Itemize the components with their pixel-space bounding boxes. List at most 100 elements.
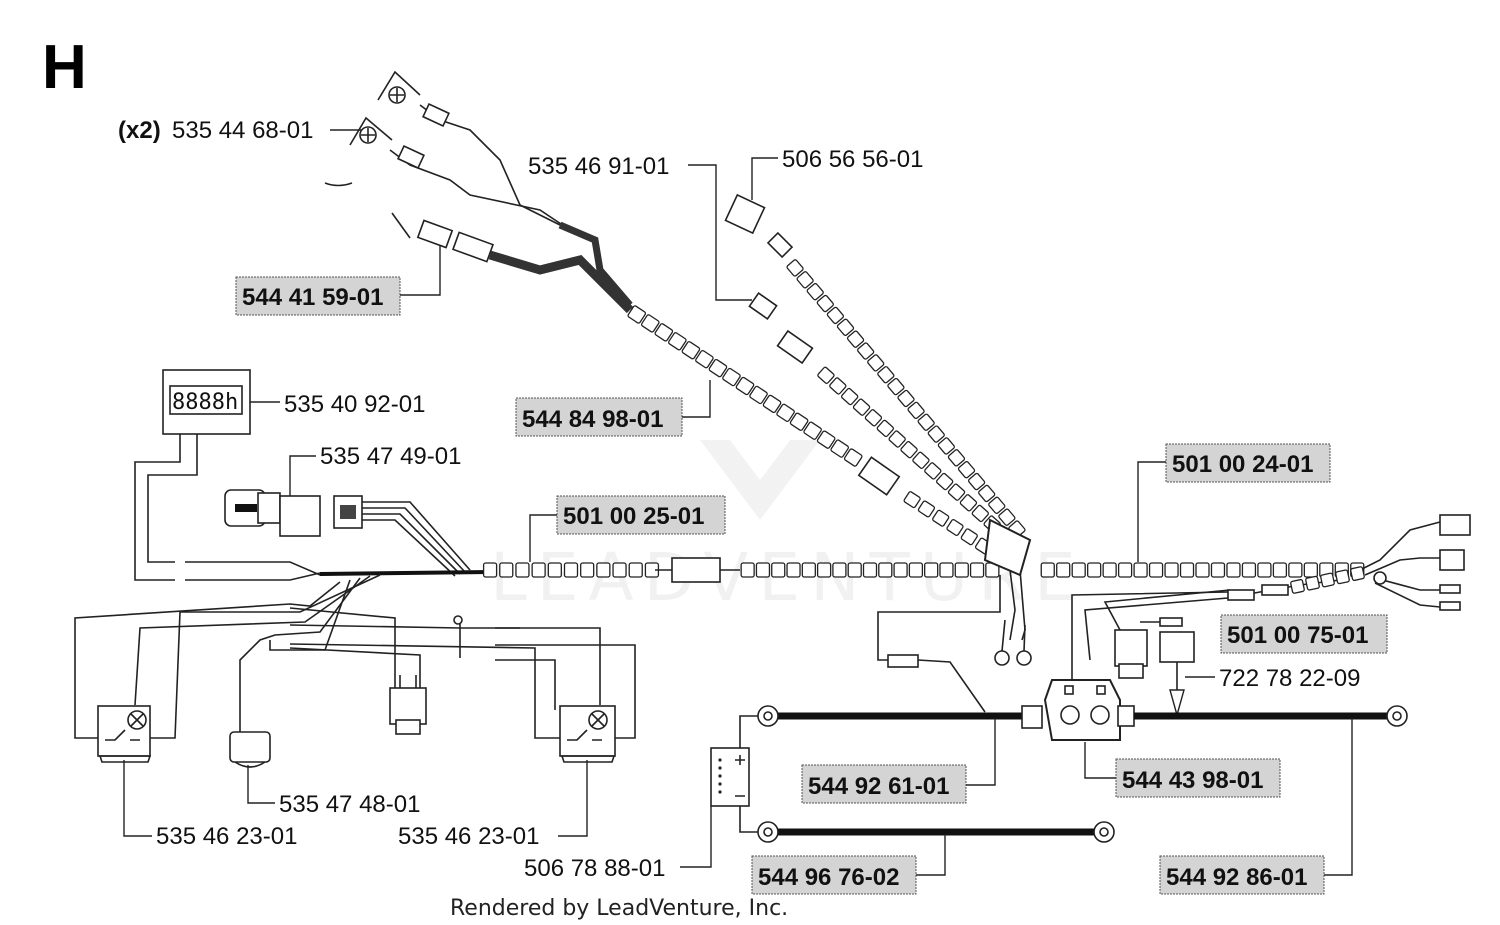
harness-main-left-part-number: 501 00 25-01 [563, 503, 704, 530]
sleeve-segment [893, 562, 908, 578]
sleeve-segment [939, 562, 954, 578]
sleeve-segment [1117, 562, 1133, 578]
sleeve-segment [832, 562, 847, 578]
sleeve-segment [954, 562, 969, 578]
sleeve-segment [740, 562, 755, 578]
sleeve-segment [847, 562, 862, 578]
sleeve-segment [816, 562, 832, 578]
lamp-qty: (x2) [118, 117, 161, 144]
sleeve-segment [499, 562, 514, 578]
sleeve-segment [627, 305, 647, 324]
sleeve-segment [826, 306, 845, 325]
sleeve-segment [806, 283, 824, 301]
sleeve-segment [640, 314, 660, 333]
fuse-part-number: 722 78 22-09 [1219, 665, 1360, 692]
sleeve-segment [998, 508, 1016, 526]
sleeve-segment [531, 562, 546, 578]
ignition-switch [224, 489, 471, 577]
hour-meter-display: 8888h [172, 390, 238, 415]
sleeve-segment [947, 483, 966, 501]
sleeve-segment [1335, 569, 1350, 585]
sleeve-segment [1241, 562, 1257, 578]
sleeve-segment [612, 562, 627, 578]
sleeve-segment [1303, 562, 1318, 578]
sleeve-segment [771, 562, 786, 578]
hour-meter: 8888h [134, 369, 251, 581]
sleeve-segment [596, 562, 611, 578]
sleeve-segment [482, 562, 498, 578]
sleeve-segment [897, 389, 915, 408]
sleeve-segment [1290, 579, 1305, 594]
switch-right [559, 705, 616, 763]
battery [710, 747, 750, 807]
solenoid-part-number: 544 43 98-01 [1122, 767, 1263, 794]
sleeve-segment [852, 398, 871, 416]
sleeve-segment [796, 271, 814, 289]
sleeve-segment [735, 376, 755, 396]
sleeve-segment [789, 412, 809, 431]
cable-544-92-61-part-number: 544 92 61-01 [808, 773, 949, 800]
sleeve-segment [932, 509, 950, 527]
sleeve-segment [877, 366, 895, 384]
sleeve-segment [1179, 562, 1195, 578]
sleeve-segment [749, 385, 768, 405]
harness-connector-part-number: 544 41 59-01 [242, 284, 383, 311]
sleeve-segment [917, 500, 936, 518]
sleeve-segment [803, 421, 822, 440]
sleeve-segment [695, 350, 714, 369]
relay-501-00-75 [1071, 566, 1365, 718]
sleeve-segment [912, 451, 930, 469]
sleeve-segment [829, 377, 847, 395]
sleeve-upper-diagonal [627, 305, 1007, 564]
sleeve-segment [1148, 562, 1164, 578]
sleeve-segment [836, 318, 855, 336]
sleeve-segment [762, 394, 782, 414]
sleeve-segment [924, 562, 939, 578]
sleeve-segment [887, 377, 905, 396]
sleeve-segment [843, 448, 863, 467]
sleeve-segment [946, 519, 964, 536]
sleeve-segment [924, 462, 942, 480]
sleeve-segment [1210, 562, 1226, 578]
sleeve-segment [563, 562, 579, 578]
sleeve-segment [515, 562, 530, 578]
sleeve-segment [936, 472, 954, 491]
sleeve-segment [900, 441, 918, 459]
upper-harness-connectors [391, 212, 634, 314]
sleeve-segment [988, 496, 1006, 514]
section-letter: H [42, 33, 87, 102]
lower-left-wiring [74, 574, 636, 740]
sleeve-segment [786, 562, 801, 578]
sleeve-segment [1087, 562, 1102, 578]
relay-506-56-56-part-number: 506 56 56-01 [782, 146, 923, 173]
sleeve-segment [1133, 562, 1148, 578]
sleeve-segment [668, 332, 687, 351]
sleeve-segment [817, 366, 835, 384]
lamp-assembly [324, 70, 571, 231]
sleeve-segment [862, 562, 878, 578]
label-box-501-00-24 [1165, 443, 1331, 483]
sleeve-segment [1288, 562, 1303, 578]
sleeve-segment [907, 401, 925, 420]
cable-544-92-86-part-number: 544 92 86-01 [1166, 864, 1307, 891]
relay-501-00-75-part-number: 501 00 75-01 [1227, 622, 1368, 649]
sleeve-segment [957, 461, 976, 479]
battery-part-number: 506 78 88-01 [524, 855, 665, 882]
sleeve-segment [903, 491, 921, 509]
relay-506-56-56 [724, 193, 1026, 538]
hour-meter-part-number: 535 40 92-01 [284, 391, 425, 418]
sleeve-segment [908, 562, 924, 578]
sleeve-segment [776, 403, 795, 422]
sleeve-segment [888, 430, 906, 448]
sleeve-segment [1040, 562, 1055, 578]
sleeve-segment [786, 259, 804, 277]
sleeve-segment [967, 472, 986, 491]
sleeve-segment [917, 413, 935, 431]
label-box-544-96-76 [751, 855, 917, 895]
sleeve-segment [801, 562, 816, 578]
seat-switch [229, 731, 271, 768]
sleeve-segment [876, 419, 894, 438]
footer-credit: Rendered by LeadVenture, Inc. [450, 896, 788, 921]
sleeve-segment [547, 562, 562, 578]
